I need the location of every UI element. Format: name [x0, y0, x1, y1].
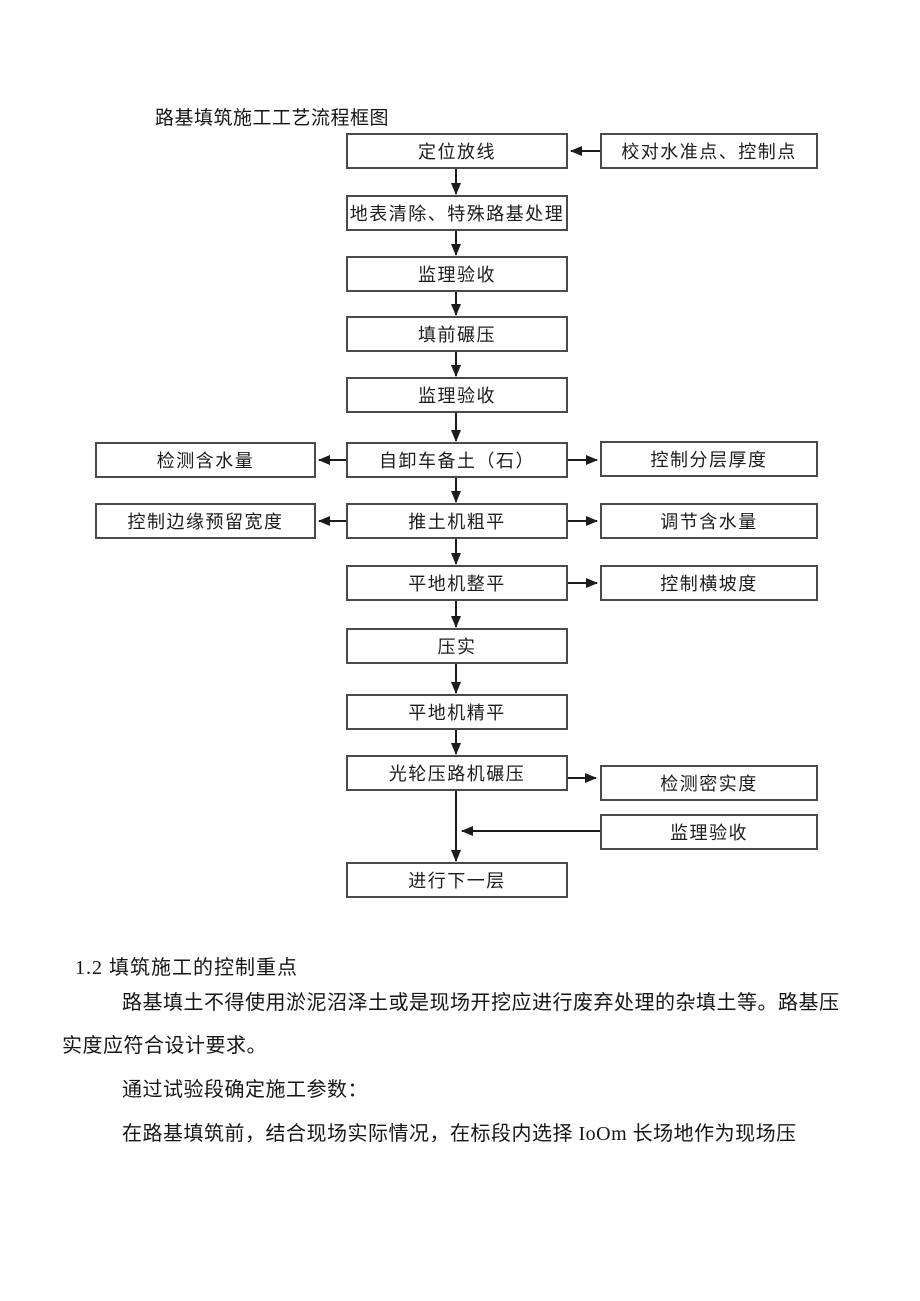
paragraph-line-2: 实度应符合设计要求。 — [62, 1035, 267, 1057]
flow-box-compaction: 压实 — [346, 628, 568, 664]
flow-box-adjust-moisture: 调节含水量 — [600, 503, 818, 539]
paragraph-line-4: 在路基填筑前，结合现场实际情况，在标段内选择 IoOm 长场地作为现场压 — [122, 1123, 797, 1145]
flow-box-dump-truck-soil: 自卸车备土（石） — [346, 442, 568, 478]
section-heading: 1.2 填筑施工的控制重点 — [75, 957, 298, 979]
flow-box-control-layer-thickness: 控制分层厚度 — [600, 441, 818, 477]
flowchart-title: 路基填筑施工工艺流程框图 — [155, 108, 390, 129]
flow-box-pre-fill-rolling: 填前碾压 — [346, 316, 568, 352]
flow-box-supervision-acceptance-2: 监理验收 — [346, 377, 568, 413]
flow-box-test-moisture: 检测含水量 — [95, 442, 316, 478]
flow-box-test-density: 检测密实度 — [600, 765, 818, 801]
flow-box-control-edge-width: 控制边缘预留宽度 — [95, 503, 316, 539]
flow-box-setting-out: 定位放线 — [346, 133, 568, 169]
flow-box-control-cross-slope: 控制横坡度 — [600, 565, 818, 601]
paragraph-line-3: 通过试验段确定施工参数： — [122, 1079, 368, 1101]
flow-box-supervision-acceptance-1: 监理验收 — [346, 256, 568, 292]
flow-box-surface-clearing: 地表清除、特殊路基处理 — [346, 195, 568, 231]
flow-box-grader-leveling: 平地机整平 — [346, 565, 568, 601]
paragraph-line-1: 路基填土不得使用淤泥沼泽土或是现场开挖应进行废弃处理的杂填土等。路基压 — [122, 992, 840, 1014]
flow-box-bulldozer-rough-leveling: 推土机粗平 — [346, 503, 568, 539]
flow-box-check-benchmarks: 校对水准点、控制点 — [600, 133, 818, 169]
flow-box-roller-compaction: 光轮压路机碾压 — [346, 755, 568, 791]
flow-box-next-layer: 进行下一层 — [346, 862, 568, 898]
flow-box-supervision-acceptance-3: 监理验收 — [600, 814, 818, 850]
flow-box-grader-fine-leveling: 平地机精平 — [346, 694, 568, 730]
